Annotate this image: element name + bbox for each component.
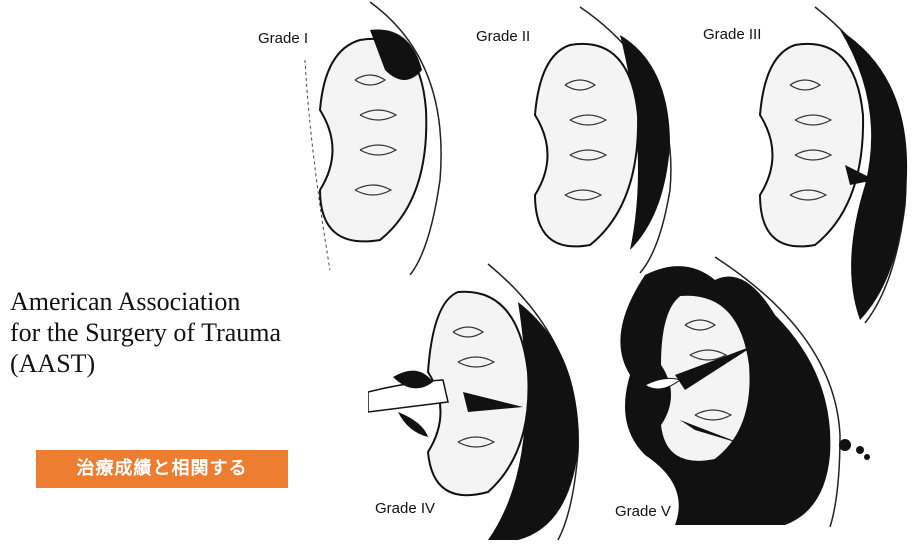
grade-1-label: Grade I [258, 30, 308, 47]
grade-5-illustration [605, 255, 880, 530]
outcome-correlation-badge: 治療成績と相関する [36, 450, 288, 488]
organization-line-2: for the Surgery of Trauma [10, 317, 281, 348]
organization-name: American Association for the Surgery of … [10, 286, 281, 379]
organization-line-1: American Association [10, 286, 281, 317]
grade-2-illustration [520, 5, 690, 275]
grade-1-illustration [300, 0, 450, 275]
organization-line-3: (AAST) [10, 348, 281, 379]
grade-2-label: Grade II [476, 28, 530, 45]
grade-5-label: Grade V [615, 503, 671, 520]
grade-3-label: Grade III [703, 26, 761, 43]
grade-4-label: Grade IV [375, 500, 435, 517]
